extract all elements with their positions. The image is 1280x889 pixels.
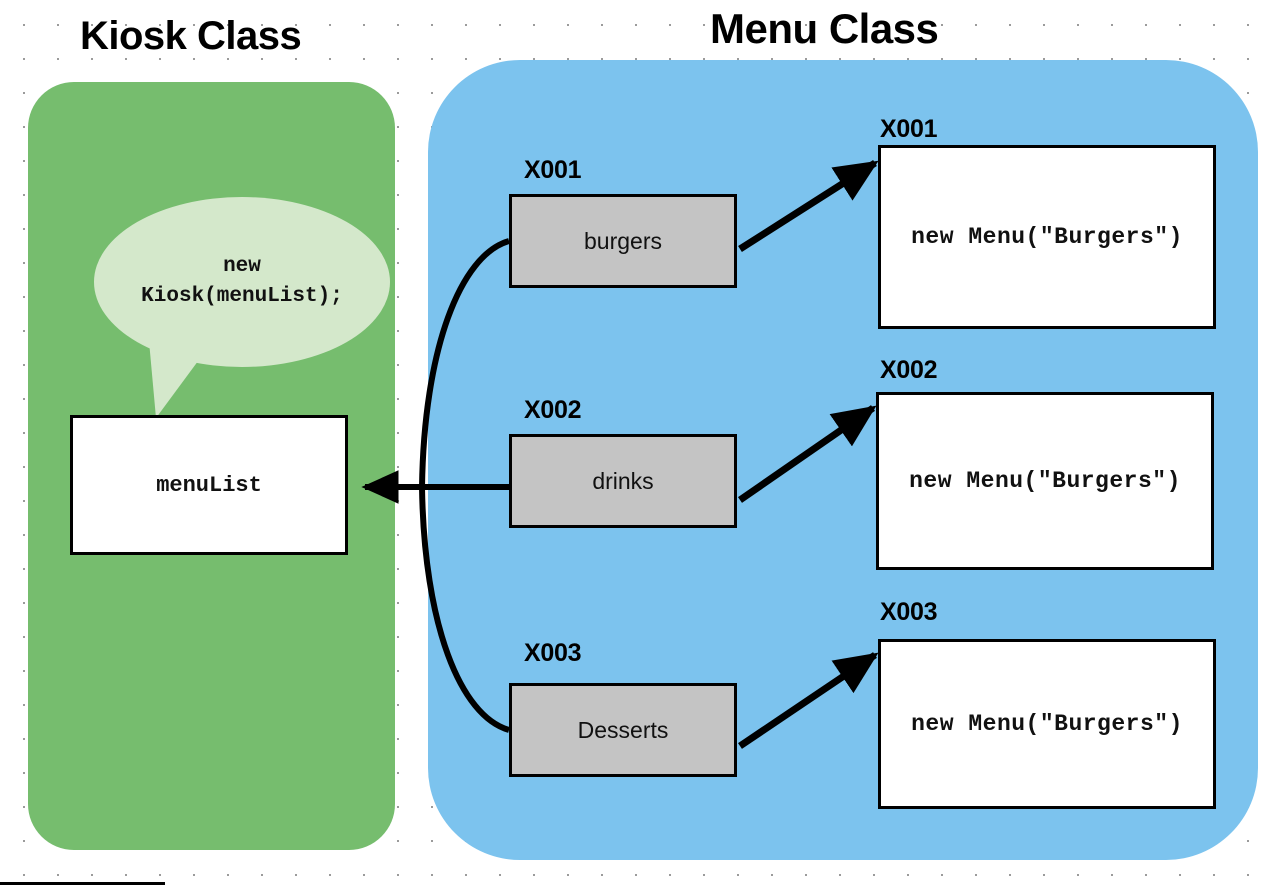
menulist-variable-box[interactable]: menuList xyxy=(70,415,348,555)
reference-box-desserts[interactable]: Desserts xyxy=(509,683,737,777)
object-box-2[interactable]: new Menu("Burgers") xyxy=(878,639,1216,809)
object-box-1-code: new Menu("Burgers") xyxy=(909,468,1181,494)
reference-box-drinks-label: drinks xyxy=(592,467,654,494)
object-box-0[interactable]: new Menu("Burgers") xyxy=(878,145,1216,329)
address-label-reference-1: X002 xyxy=(524,396,582,424)
menulist-label: menuList xyxy=(156,472,262,498)
reference-box-drinks[interactable]: drinks xyxy=(509,434,737,528)
address-label-reference-2: X003 xyxy=(524,639,582,667)
reference-box-burgers[interactable]: burgers xyxy=(509,194,737,288)
reference-box-burgers-label: burgers xyxy=(584,227,662,254)
kiosk-class-title: Kiosk Class xyxy=(80,14,302,58)
speech-bubble: new Kiosk(menuList); xyxy=(94,197,390,367)
address-label-object-2: X003 xyxy=(880,598,938,626)
object-box-1[interactable]: new Menu("Burgers") xyxy=(876,392,1214,570)
reference-box-desserts-label: Desserts xyxy=(577,716,669,743)
object-box-2-code: new Menu("Burgers") xyxy=(911,711,1183,737)
speech-bubble-text: new Kiosk(menuList); xyxy=(141,255,343,308)
object-box-0-code: new Menu("Burgers") xyxy=(911,224,1183,250)
address-label-object-1: X002 xyxy=(880,356,938,384)
address-label-reference-0: X001 xyxy=(524,156,582,184)
address-label-object-0: X001 xyxy=(880,115,938,143)
menu-class-title: Menu Class xyxy=(710,5,939,52)
bottom-rule xyxy=(0,882,165,885)
